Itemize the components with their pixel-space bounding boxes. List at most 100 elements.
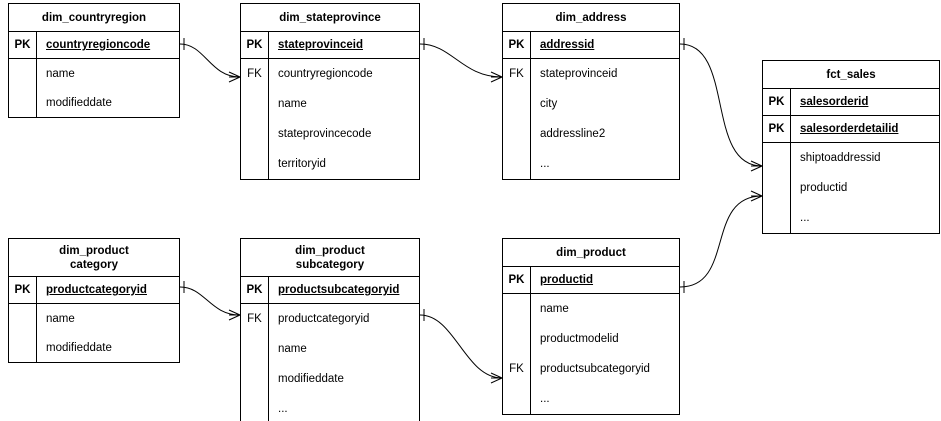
field-name: stateprovinceid <box>540 68 618 80</box>
key-badge: PK <box>9 277 37 303</box>
key-cell-empty <box>503 89 531 119</box>
attribute-row[interactable]: name <box>241 89 419 119</box>
attribute-row[interactable]: territoryid <box>241 149 419 179</box>
attribute-list: name modifieddate <box>9 59 179 117</box>
field-name: countryregioncode <box>278 68 373 80</box>
attribute-row[interactable]: addressline2 <box>503 119 679 149</box>
field-name: name <box>46 67 75 80</box>
field-name: addressline2 <box>540 128 606 140</box>
entity-title-line: dim_product <box>556 246 626 259</box>
relationship-countryregion-to-stateprovince[interactable] <box>179 38 241 83</box>
primary-key-row[interactable]: PK countryregioncode <box>9 32 179 59</box>
field-name: territoryid <box>278 158 326 170</box>
key-cell-empty <box>241 394 269 421</box>
field-name: name <box>278 343 307 355</box>
key-badge: PK <box>503 267 531 293</box>
key-cell-empty <box>241 334 269 364</box>
relationship-address-to-fctsales[interactable] <box>679 38 763 172</box>
field-name: city <box>540 98 558 110</box>
field-name: productsubcategoryid <box>540 363 650 375</box>
key-badge: FK <box>503 354 531 384</box>
key-badge: PK <box>763 116 791 142</box>
entity-title-line: subcategory <box>295 258 365 271</box>
relationship-line <box>419 43 503 78</box>
attribute-row[interactable]: FK countryregioncode <box>241 59 419 89</box>
key-cell-empty <box>241 89 269 119</box>
key-badge: PK <box>9 32 37 58</box>
attribute-row[interactable]: city <box>503 89 679 119</box>
field-name: countryregioncode <box>46 39 151 51</box>
attribute-row[interactable]: productid <box>763 173 939 203</box>
attribute-list: FK productcategoryid name modifieddate... <box>241 304 419 421</box>
attribute-row[interactable]: name <box>241 334 419 364</box>
entity-title-line: dim_product <box>295 244 365 257</box>
relationship-line <box>419 314 503 379</box>
relationship-subcategory-to-product[interactable] <box>419 309 503 384</box>
entity-title-line: dim_address <box>555 11 627 24</box>
attribute-row[interactable]: ... <box>763 203 939 233</box>
field-name: ... <box>540 393 550 405</box>
key-cell-empty <box>241 119 269 149</box>
cardinality-many-marker <box>228 309 241 321</box>
field-name: name <box>540 303 569 315</box>
field-name: productcategoryid <box>46 284 147 296</box>
key-cell-empty <box>763 143 791 173</box>
cardinality-many-marker <box>750 160 763 172</box>
entity-title: dim_stateprovince <box>241 4 419 32</box>
attribute-row[interactable]: modifieddate <box>241 364 419 394</box>
key-badge: FK <box>241 59 269 89</box>
attribute-row[interactable]: name <box>503 294 679 324</box>
attribute-row[interactable]: stateprovincecode <box>241 119 419 149</box>
attribute-row[interactable]: ... <box>503 149 679 179</box>
field-name: productcategoryid <box>278 313 370 325</box>
attribute-row[interactable]: productmodelid <box>503 324 679 354</box>
key-cell-empty <box>503 119 531 149</box>
attribute-row[interactable]: name <box>9 304 179 333</box>
attribute-row[interactable]: shiptoaddressid <box>763 143 939 173</box>
key-badge: FK <box>241 304 269 334</box>
attribute-row[interactable]: ... <box>503 384 679 414</box>
field-name: productmodelid <box>540 333 619 345</box>
attribute-row[interactable]: FK productsubcategoryid <box>503 354 679 384</box>
attribute-row[interactable]: modifieddate <box>9 333 179 362</box>
entity-title: dim_product <box>503 239 679 267</box>
attribute-row[interactable]: ... <box>241 394 419 421</box>
relationship-product-to-fctsales[interactable] <box>679 190 763 293</box>
attribute-row[interactable]: modifieddate <box>9 88 179 117</box>
entity-title-line: dim_stateprovince <box>279 11 381 24</box>
attribute-row[interactable]: name <box>9 59 179 88</box>
entity-title-line: fct_sales <box>826 68 876 81</box>
key-badge: PK <box>241 32 269 58</box>
primary-key-row[interactable]: PK productcategoryid <box>9 277 179 304</box>
relationship-productcategory-to-subcategory[interactable] <box>179 281 241 321</box>
entity-title: fct_sales <box>763 61 939 89</box>
attribute-list: FK countryregioncode name stateprovincecode… <box>241 59 419 179</box>
key-cell-empty <box>503 149 531 179</box>
cardinality-many-marker <box>490 372 503 384</box>
key-cell-empty <box>763 203 791 233</box>
relationship-line <box>179 43 241 78</box>
entity-title-line: category <box>70 258 118 271</box>
key-cell-empty <box>9 88 37 117</box>
key-cell-empty <box>9 59 37 88</box>
key-badge: PK <box>763 89 791 115</box>
field-name: name <box>278 98 307 110</box>
relationship-stateprovince-to-address[interactable] <box>419 38 503 83</box>
attribute-row[interactable]: FK productcategoryid <box>241 304 419 334</box>
